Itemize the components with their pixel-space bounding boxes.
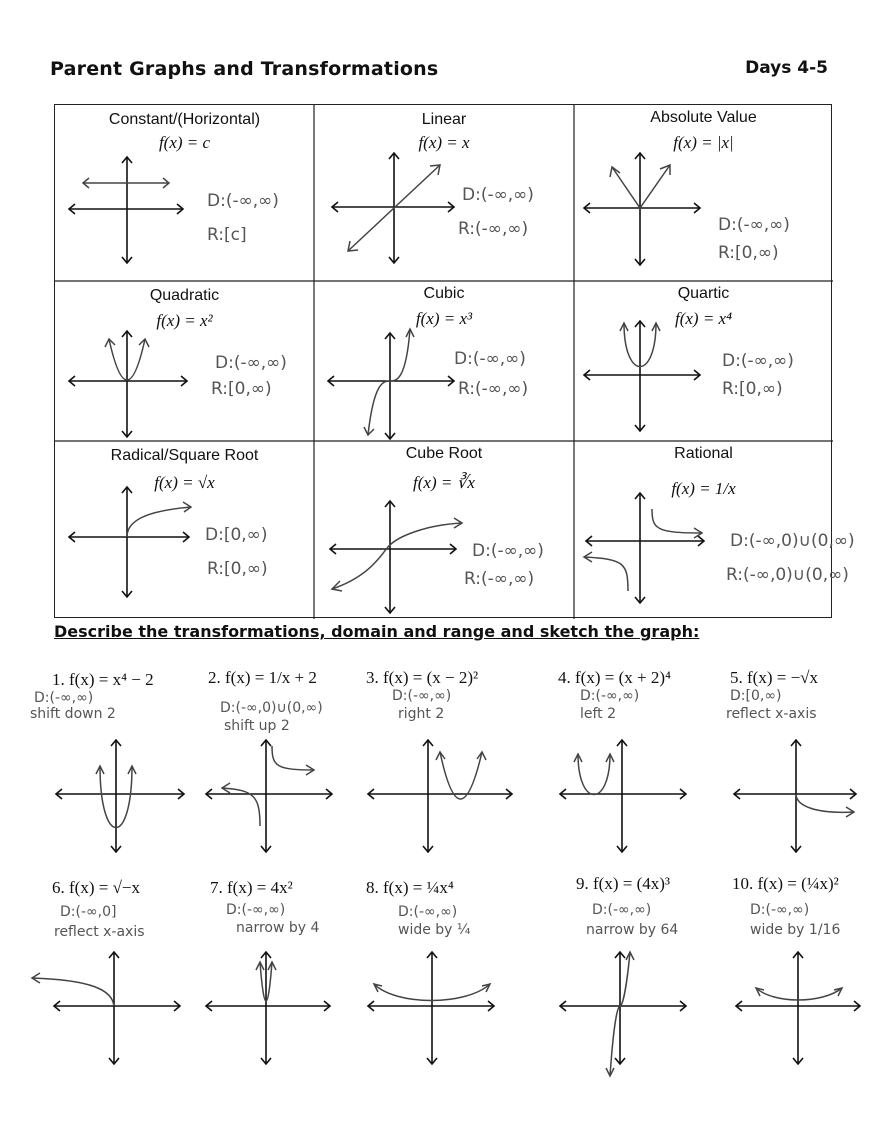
range-note: R:[c] [207, 225, 247, 245]
problem-note: wide by ¼ [398, 922, 471, 938]
domain-note: D:(-∞,∞) [462, 185, 534, 205]
range-note: R:(-∞,∞) [464, 569, 535, 589]
problem-domain: D:(-∞,∞) [750, 902, 810, 918]
range-note: R:(-∞,∞) [458, 379, 529, 399]
problem-domain: D:(-∞,∞) [398, 904, 458, 920]
days-label: Days 4-5 [745, 58, 828, 78]
cell-function: f(x) = c [158, 133, 211, 152]
problem-domain: D:[0,∞) [730, 688, 782, 704]
domain-note: D:[0,∞) [205, 525, 268, 545]
problem-domain: D:(-∞,0] [60, 904, 117, 920]
cell-title: Cube Root [405, 445, 483, 462]
range-note: R:(-∞,0)∪(0,∞) [726, 565, 849, 585]
problem-label: 9. f(x) = (4x)³ [576, 874, 670, 893]
cell-constant: Constant/(Horizontal) f(x) = c D:(-∞,∞) … [55, 105, 314, 281]
cell-rational: Rational f(x) = 1/x D:(-∞,0)∪(0,∞) R:(-∞… [574, 441, 855, 619]
problem-note: shift down 2 [30, 706, 116, 722]
problem-domain: D:(-∞,∞) [34, 690, 94, 706]
table-grid-lines [55, 105, 833, 619]
problem-label: 6. f(x) = √−x [52, 878, 140, 897]
cubic-graph [326, 327, 456, 441]
domain-note: D:(-∞,∞) [472, 541, 544, 561]
problem-7-graph [204, 950, 332, 1066]
cell-quadratic: Quadratic f(x) = x² D:(-∞,∞) R:[0,∞) [55, 281, 314, 441]
range-note: R:(-∞,∞) [458, 219, 529, 239]
problem-domain: D:(-∞,∞) [592, 902, 652, 918]
quartic-graph [582, 319, 702, 433]
problem-3-graph [366, 738, 514, 854]
problem-label: 2. f(x) = 1/x + 2 [208, 668, 317, 687]
problem-4-graph [558, 738, 688, 854]
cell-title: Linear [421, 111, 467, 128]
square-root-graph [67, 485, 193, 599]
problem-label: 3. f(x) = (x − 2)² [366, 668, 479, 687]
domain-note: D:(-∞,0)∪(0,∞) [730, 531, 855, 551]
page-title: Parent Graphs and Transformations [50, 58, 439, 80]
cell-function: f(x) = x⁴ [674, 309, 733, 328]
range-note: R:[0,∞) [718, 243, 779, 263]
range-note: R:[0,∞) [211, 379, 272, 399]
problem-label: 8. f(x) = ¼x⁴ [366, 878, 454, 897]
cell-function: f(x) = 1/x [671, 479, 736, 498]
problem-note: narrow by 64 [586, 922, 679, 938]
problem-note: right 2 [398, 706, 445, 722]
problem-note: reflect x-axis [726, 706, 817, 722]
problem-note: narrow by 4 [236, 920, 320, 936]
problem-domain: D:(-∞,∞) [392, 688, 452, 704]
problem-label: 5. f(x) = −√x [730, 668, 818, 687]
range-note: R:[0,∞) [207, 559, 268, 579]
problem-10-graph [734, 950, 862, 1066]
problem-label: 1. f(x) = x⁴ − 2 [52, 670, 154, 689]
problem-9-graph [558, 950, 688, 1078]
problem-6-graph [30, 950, 182, 1066]
linear-graph [330, 151, 456, 265]
problem-domain: D:(-∞,∞) [226, 902, 286, 918]
rational-graph [582, 491, 706, 605]
problem-label: 10. f(x) = (¼x)² [732, 874, 839, 893]
problem-5-graph [732, 738, 858, 854]
cell-title: Quartic [677, 285, 730, 302]
problem-note: left 2 [580, 706, 617, 722]
cell-title: Radical/Square Root [110, 447, 259, 464]
cell-title: Rational [674, 445, 733, 462]
domain-note: D:(-∞,∞) [454, 349, 526, 369]
domain-note: D:(-∞,∞) [718, 215, 790, 235]
cell-title: Constant/(Horizontal) [108, 111, 261, 128]
cell-title: Quadratic [149, 287, 220, 304]
problem-note: reflect x-axis [54, 924, 145, 940]
cell-title: Cubic [423, 285, 465, 302]
cell-title: Absolute Value [650, 109, 757, 126]
problem-domain: D:(-∞,∞) [580, 688, 640, 704]
cell-function: f(x) = x³ [415, 309, 473, 328]
cell-function: f(x) = ∛x [413, 473, 475, 492]
cube-root-graph [328, 499, 464, 615]
instructions: Describe the transformations, domain and… [54, 622, 700, 641]
cell-square-root: Radical/Square Root f(x) = √x D:[0,∞) R:… [55, 441, 314, 619]
problem-1-graph [54, 738, 186, 854]
range-note: R:[0,∞) [722, 379, 783, 399]
cell-function: f(x) = x [418, 133, 470, 152]
cell-function: f(x) = √x [154, 473, 215, 492]
problem-label: 4. f(x) = (x + 2)⁴ [558, 668, 671, 687]
quadratic-graph [67, 329, 189, 439]
cell-cube-root: Cube Root f(x) = ∛x D:(-∞,∞) R:(-∞,∞) [314, 441, 574, 619]
domain-note: D:(-∞,∞) [207, 191, 279, 211]
problem-note: shift up 2 [224, 718, 290, 734]
constant-graph [67, 155, 185, 265]
cell-absolute-value: Absolute Value f(x) = |x| D:(-∞,∞) R:[0,… [574, 105, 833, 281]
cell-linear: Linear f(x) = x D:(-∞,∞) R:(-∞,∞) [314, 105, 574, 281]
problem-domain: D:(-∞,0)∪(0,∞) [220, 700, 323, 716]
domain-note: D:(-∞,∞) [215, 353, 287, 373]
problem-8-graph [366, 950, 496, 1066]
problem-note: wide by 1/16 [750, 922, 841, 938]
cell-function: f(x) = x² [156, 311, 213, 330]
absolute-value-graph [582, 151, 702, 267]
parent-graphs-table: Constant/(Horizontal) f(x) = c D:(-∞,∞) … [54, 104, 855, 619]
cell-quartic: Quartic f(x) = x⁴ D:(-∞,∞) R:[0,∞) [574, 281, 833, 441]
domain-note: D:(-∞,∞) [722, 351, 794, 371]
cell-function: f(x) = |x| [673, 133, 734, 152]
cell-cubic: Cubic f(x) = x³ D:(-∞,∞) R:(-∞,∞) [314, 281, 574, 441]
problem-label: 7. f(x) = 4x² [210, 878, 293, 897]
problem-2-graph [204, 738, 334, 854]
